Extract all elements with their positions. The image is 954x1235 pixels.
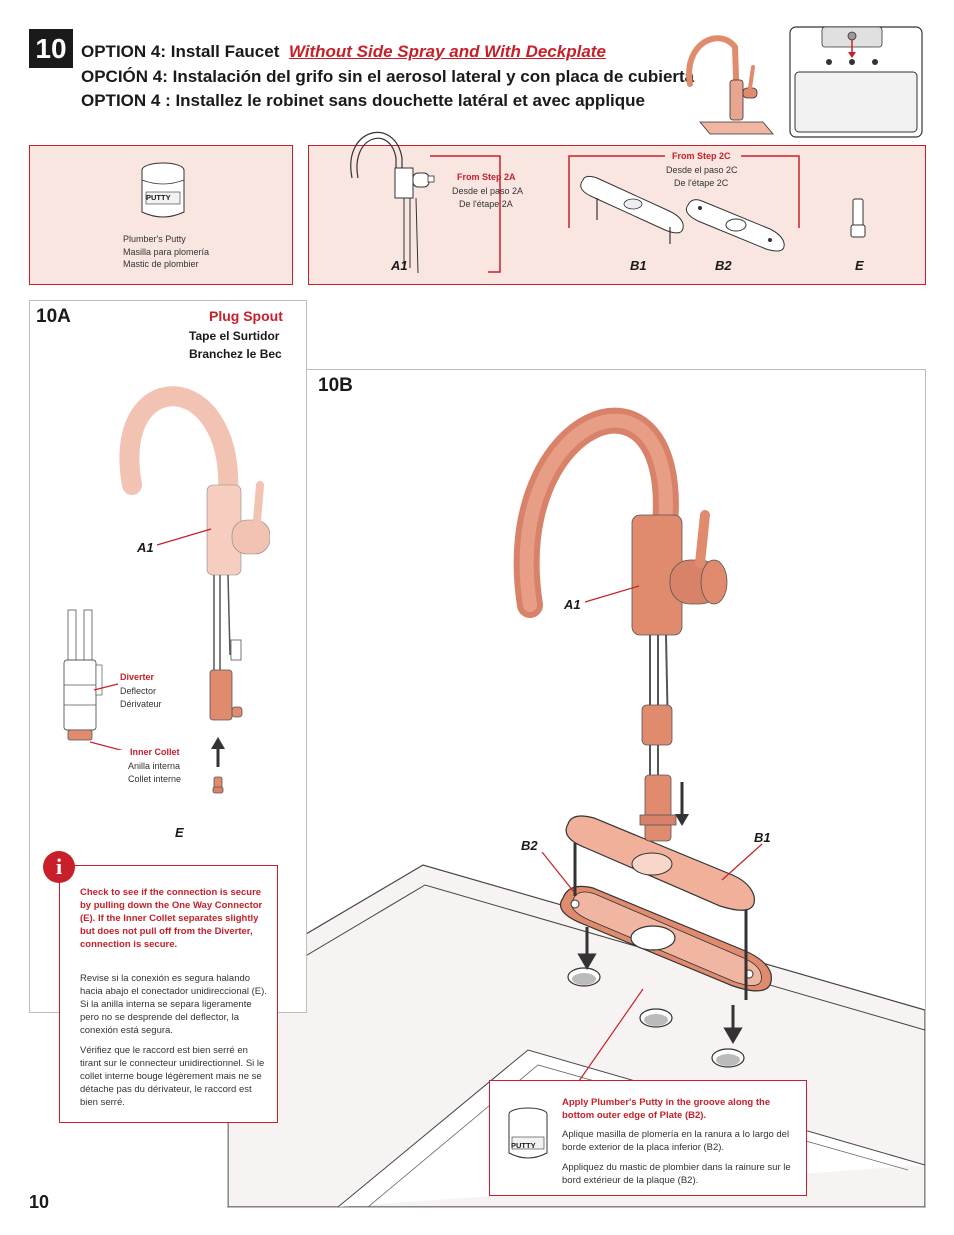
part-id-b1: B1 — [630, 258, 647, 273]
plug-spout-es: Tape el Surtidor — [189, 329, 280, 343]
faucet-a1-10b-illustration — [513, 407, 728, 842]
putty-note-fr: Appliquez du mastic de plombier dans la … — [562, 1162, 791, 1186]
a1-leader-10a — [156, 528, 212, 546]
from-2c-fr: De l'étape 2C — [674, 178, 729, 188]
faucet-a1-part-illustration — [350, 131, 435, 274]
putty-jar-label: PUTTY — [146, 193, 171, 202]
putty-name-es: Masilla para plomería — [123, 247, 210, 257]
sink-thumbnail-illustration — [789, 26, 923, 138]
diverter-detail-illustration — [63, 609, 103, 741]
label-a1-10b: A1 — [564, 597, 581, 612]
up-arrow-connector-e — [211, 737, 225, 794]
connection-note-fr: Vérifiez que le raccord est bien serré e… — [80, 1045, 265, 1108]
down-arrows-10b — [577, 927, 743, 1044]
faucet-thumbnail-illustration — [686, 35, 774, 135]
putty-note-es: Aplique masilla de plomería en la ranura… — [562, 1129, 790, 1153]
deckplate-b1-part — [580, 175, 684, 244]
diverter-en: Diverter — [120, 672, 155, 682]
title-es: OPCIÓN 4: Instalación del grifo sin el a… — [81, 67, 695, 86]
putty-name-en: Plumber's Putty — [123, 234, 186, 244]
from-2c-es: Desde el paso 2C — [666, 165, 738, 175]
deckplate-b1-10b — [565, 815, 755, 911]
plug-spout-fr: Branchez le Bec — [189, 347, 282, 361]
diverter-es: Deflector — [120, 686, 157, 696]
from-2a-es: Desde el paso 2A — [452, 186, 524, 196]
connection-note-es: Revise si la conexión es segura halando … — [80, 973, 267, 1036]
putty-note-leader — [578, 988, 644, 1082]
part-id-a1: A1 — [391, 258, 408, 273]
faucet-a1-10a-illustration — [119, 386, 270, 721]
collet-fr: Collet interne — [128, 774, 182, 784]
title-en: OPTION 4: Install Faucet Without Side Sp… — [81, 42, 606, 62]
info-icon: i — [43, 851, 75, 883]
diverter-leaders — [90, 683, 122, 750]
page-number: 10 — [29, 1192, 50, 1212]
part-id-e: E — [855, 258, 864, 273]
step-number-badge: 10 — [29, 29, 73, 68]
collet-es: Anilla interna — [128, 761, 181, 771]
from-2c-bracket — [568, 155, 800, 228]
title-en-emphasis: Without Side Spray and With Deckplate — [288, 42, 606, 61]
from-2c-en: From Step 2C — [672, 151, 731, 161]
diverter-fr: Dérivateur — [120, 699, 162, 709]
section-10a-label: 10A — [36, 306, 71, 327]
label-b2-10b: B2 — [521, 838, 538, 853]
label-a1-10a: A1 — [137, 540, 154, 555]
putty-jar-note-icon — [508, 1107, 548, 1159]
label-e-10a: E — [175, 825, 184, 840]
from-2a-fr: De l'étape 2A — [459, 199, 513, 209]
from-2a-en: From Step 2A — [457, 172, 516, 182]
b2-leader-10b — [541, 851, 575, 893]
putty-name-fr: Mastic de plombier — [123, 259, 199, 269]
connector-e-part — [850, 198, 866, 238]
connection-note-en: Check to see if the connection is secure… — [80, 887, 263, 950]
deckplate-bolts — [573, 843, 748, 1000]
b1-leader-10b — [721, 843, 763, 881]
putty-note-en: Apply Plumber's Putty in the groove alon… — [562, 1097, 771, 1121]
putty-jar-note-label: PUTTY — [511, 1141, 536, 1150]
title-fr: OPTION 4 : Installez le robinet sans dou… — [81, 91, 645, 110]
part-id-b2: B2 — [715, 258, 732, 273]
down-arrow-faucet — [675, 782, 689, 826]
title-en-prefix: OPTION 4: Install Faucet — [81, 42, 280, 61]
a1-leader-10b — [584, 585, 640, 603]
collet-en: Inner Collet — [130, 747, 180, 757]
label-b1-10b: B1 — [754, 830, 771, 845]
putty-jar-icon — [141, 162, 185, 218]
section-10b-label: 10B — [318, 375, 353, 396]
gasket-b2-10b — [559, 885, 772, 992]
gasket-b2-part — [685, 199, 785, 252]
connection-note-box — [59, 865, 278, 1123]
from-2a-bracket — [430, 155, 501, 273]
plug-spout-en: Plug Spout — [209, 308, 283, 324]
